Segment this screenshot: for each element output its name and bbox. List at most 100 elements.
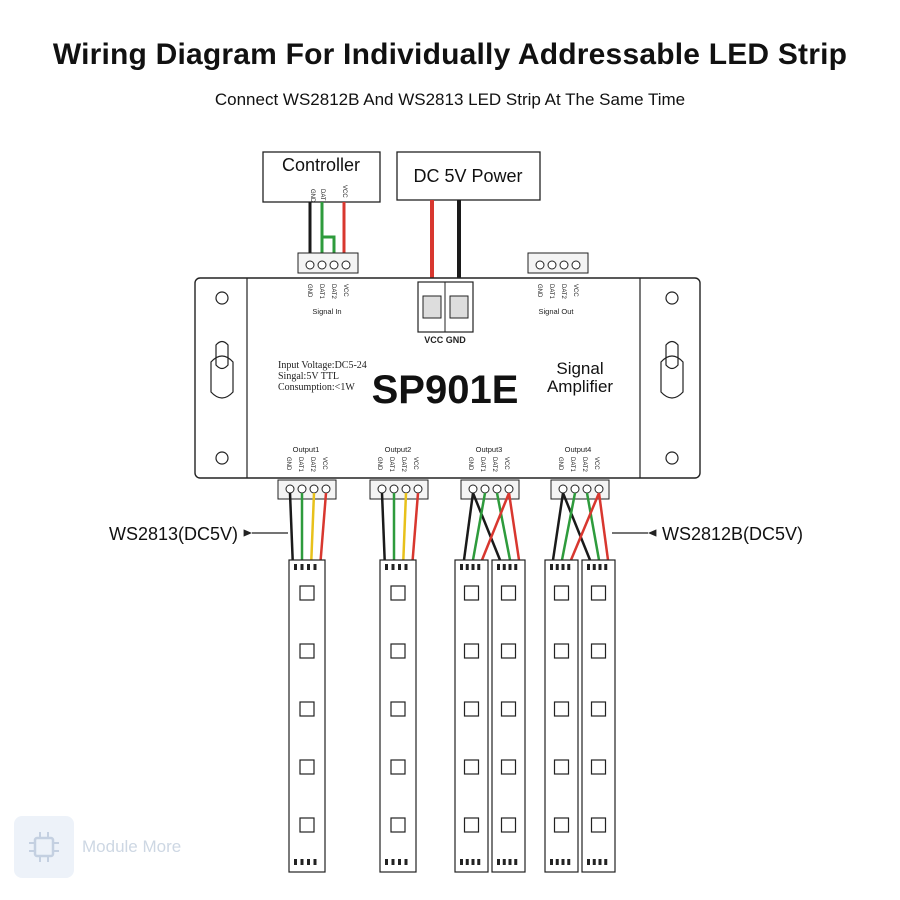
output-1-pin-4: VCC <box>321 457 327 470</box>
led-chip <box>299 585 315 601</box>
signal-in-pin-2: DAT1 <box>318 284 324 300</box>
led-chip <box>590 759 607 775</box>
led-chip <box>590 585 607 601</box>
signal-in-pin-3: DAT2 <box>330 284 336 300</box>
led-chip <box>553 585 570 601</box>
led-chip <box>390 643 406 659</box>
signal-out-terminal: GND DAT1 DAT2 VCC Signal Out <box>527 252 589 316</box>
output-3-pin-3: DAT2 <box>491 457 497 473</box>
led-chip <box>500 643 517 659</box>
controller-pin-dat: DAT <box>319 189 325 201</box>
led-chip <box>590 643 607 659</box>
power-label: DC 5V Power <box>413 166 522 186</box>
led-chip <box>553 643 570 659</box>
output-2-label: Output2 <box>385 445 412 454</box>
led-chip <box>390 585 406 601</box>
led-chip <box>500 701 517 717</box>
signal-in-pin-1: GND <box>306 284 312 298</box>
output-1-label: Output1 <box>293 445 320 454</box>
output-4-wires <box>551 492 610 561</box>
watermark-text: Module More <box>82 837 182 856</box>
led-chip <box>299 701 315 717</box>
controller-box: Controller GND DAT VCC <box>262 151 381 203</box>
chip-icon <box>14 816 74 878</box>
output-3-pin-4: VCC <box>503 457 509 470</box>
led-chip <box>463 817 480 833</box>
output-1-pin-2: DAT1 <box>297 457 303 473</box>
led-chip <box>590 701 607 717</box>
led-chip <box>553 701 570 717</box>
power-terminal: VCC GND <box>417 281 474 345</box>
signal-in-pin-4: VCC <box>342 284 348 297</box>
output-2-pin-4: VCC <box>412 457 418 470</box>
device-model: SP901E <box>372 368 519 412</box>
led-chip <box>463 585 480 601</box>
controller-pin-vcc: VCC <box>341 185 347 198</box>
output-4-label: Output4 <box>565 445 592 454</box>
output-3-pin-2: DAT1 <box>479 457 485 473</box>
led-chip <box>390 759 406 775</box>
led-chip <box>500 759 517 775</box>
power-box: DC 5V Power <box>396 151 541 201</box>
output-2-pin-2: DAT1 <box>388 457 394 473</box>
page-subtitle: Connect WS2812B And WS2813 LED Strip At … <box>214 90 686 109</box>
signal-out-pin-2: DAT1 <box>548 284 554 300</box>
spec-signal: Singal:5V TTL <box>278 371 339 382</box>
controller-label: Controller <box>282 155 360 175</box>
output-2-wires <box>380 492 420 569</box>
led-strips <box>288 559 616 873</box>
output-3-label: Output3 <box>476 445 503 454</box>
led-chip <box>299 759 315 775</box>
device-name-line1: Signal <box>556 359 603 378</box>
ws2812b-label: WS2812B(DC5V) <box>662 524 803 544</box>
led-chip <box>500 585 517 601</box>
output-4-pin-2: DAT1 <box>569 457 575 473</box>
output-4: Output4 GND DAT1 DAT2 VCC <box>550 445 610 500</box>
power-wires <box>430 200 461 285</box>
spec-list: Input Voltage:DC5-24 Singal:5V TTL Consu… <box>278 360 367 393</box>
signal-in-terminal: GND DAT1 DAT2 VCC Signal In <box>297 252 359 316</box>
led-chip <box>500 817 517 833</box>
output-2-pin-1: GND <box>376 457 382 471</box>
led-chip <box>553 759 570 775</box>
output-3-wires <box>462 492 521 561</box>
output-1-pin-3: DAT2 <box>309 457 315 473</box>
led-strip <box>491 559 526 873</box>
controller-pin-gnd: GND <box>309 189 315 203</box>
signal-out-pin-1: GND <box>536 284 542 298</box>
page-title: Wiring Diagram For Individually Addressa… <box>52 38 848 71</box>
ws2813-label: WS2813(DC5V) <box>109 524 238 544</box>
led-strip <box>581 559 616 873</box>
led-strip <box>454 559 489 873</box>
led-chip <box>390 817 406 833</box>
output-2-pin-3: DAT2 <box>400 457 406 473</box>
led-chip <box>299 817 315 833</box>
output-4-pin-3: DAT2 <box>581 457 587 473</box>
signal-in-label: Signal In <box>312 307 341 316</box>
signal-out-pin-3: DAT2 <box>560 284 566 300</box>
led-chip <box>463 701 480 717</box>
output-4-pin-1: GND <box>557 457 563 471</box>
led-chip <box>463 759 480 775</box>
output-1-wires <box>288 492 328 569</box>
output-4-pin-4: VCC <box>593 457 599 470</box>
led-chip <box>553 817 570 833</box>
output-1-pin-1: GND <box>285 457 291 471</box>
led-chip <box>590 817 607 833</box>
signal-out-label: Signal Out <box>538 307 574 316</box>
output-3-pin-1: GND <box>467 457 473 471</box>
led-chip <box>299 643 315 659</box>
led-chip <box>463 643 480 659</box>
device-name-line2: Amplifier <box>547 377 613 396</box>
led-strip <box>544 559 579 873</box>
led-chip <box>390 701 406 717</box>
led-strip <box>379 559 417 873</box>
amplifier-body <box>194 277 701 479</box>
output-1: Output1 GND DAT1 DAT2 VCC <box>277 445 337 500</box>
power-terminal-label: VCC GND <box>424 335 466 345</box>
watermark: Module More <box>14 815 204 879</box>
signal-out-pin-4: VCC <box>572 284 578 297</box>
led-strip <box>288 559 326 873</box>
spec-voltage: Input Voltage:DC5-24 <box>278 360 367 371</box>
